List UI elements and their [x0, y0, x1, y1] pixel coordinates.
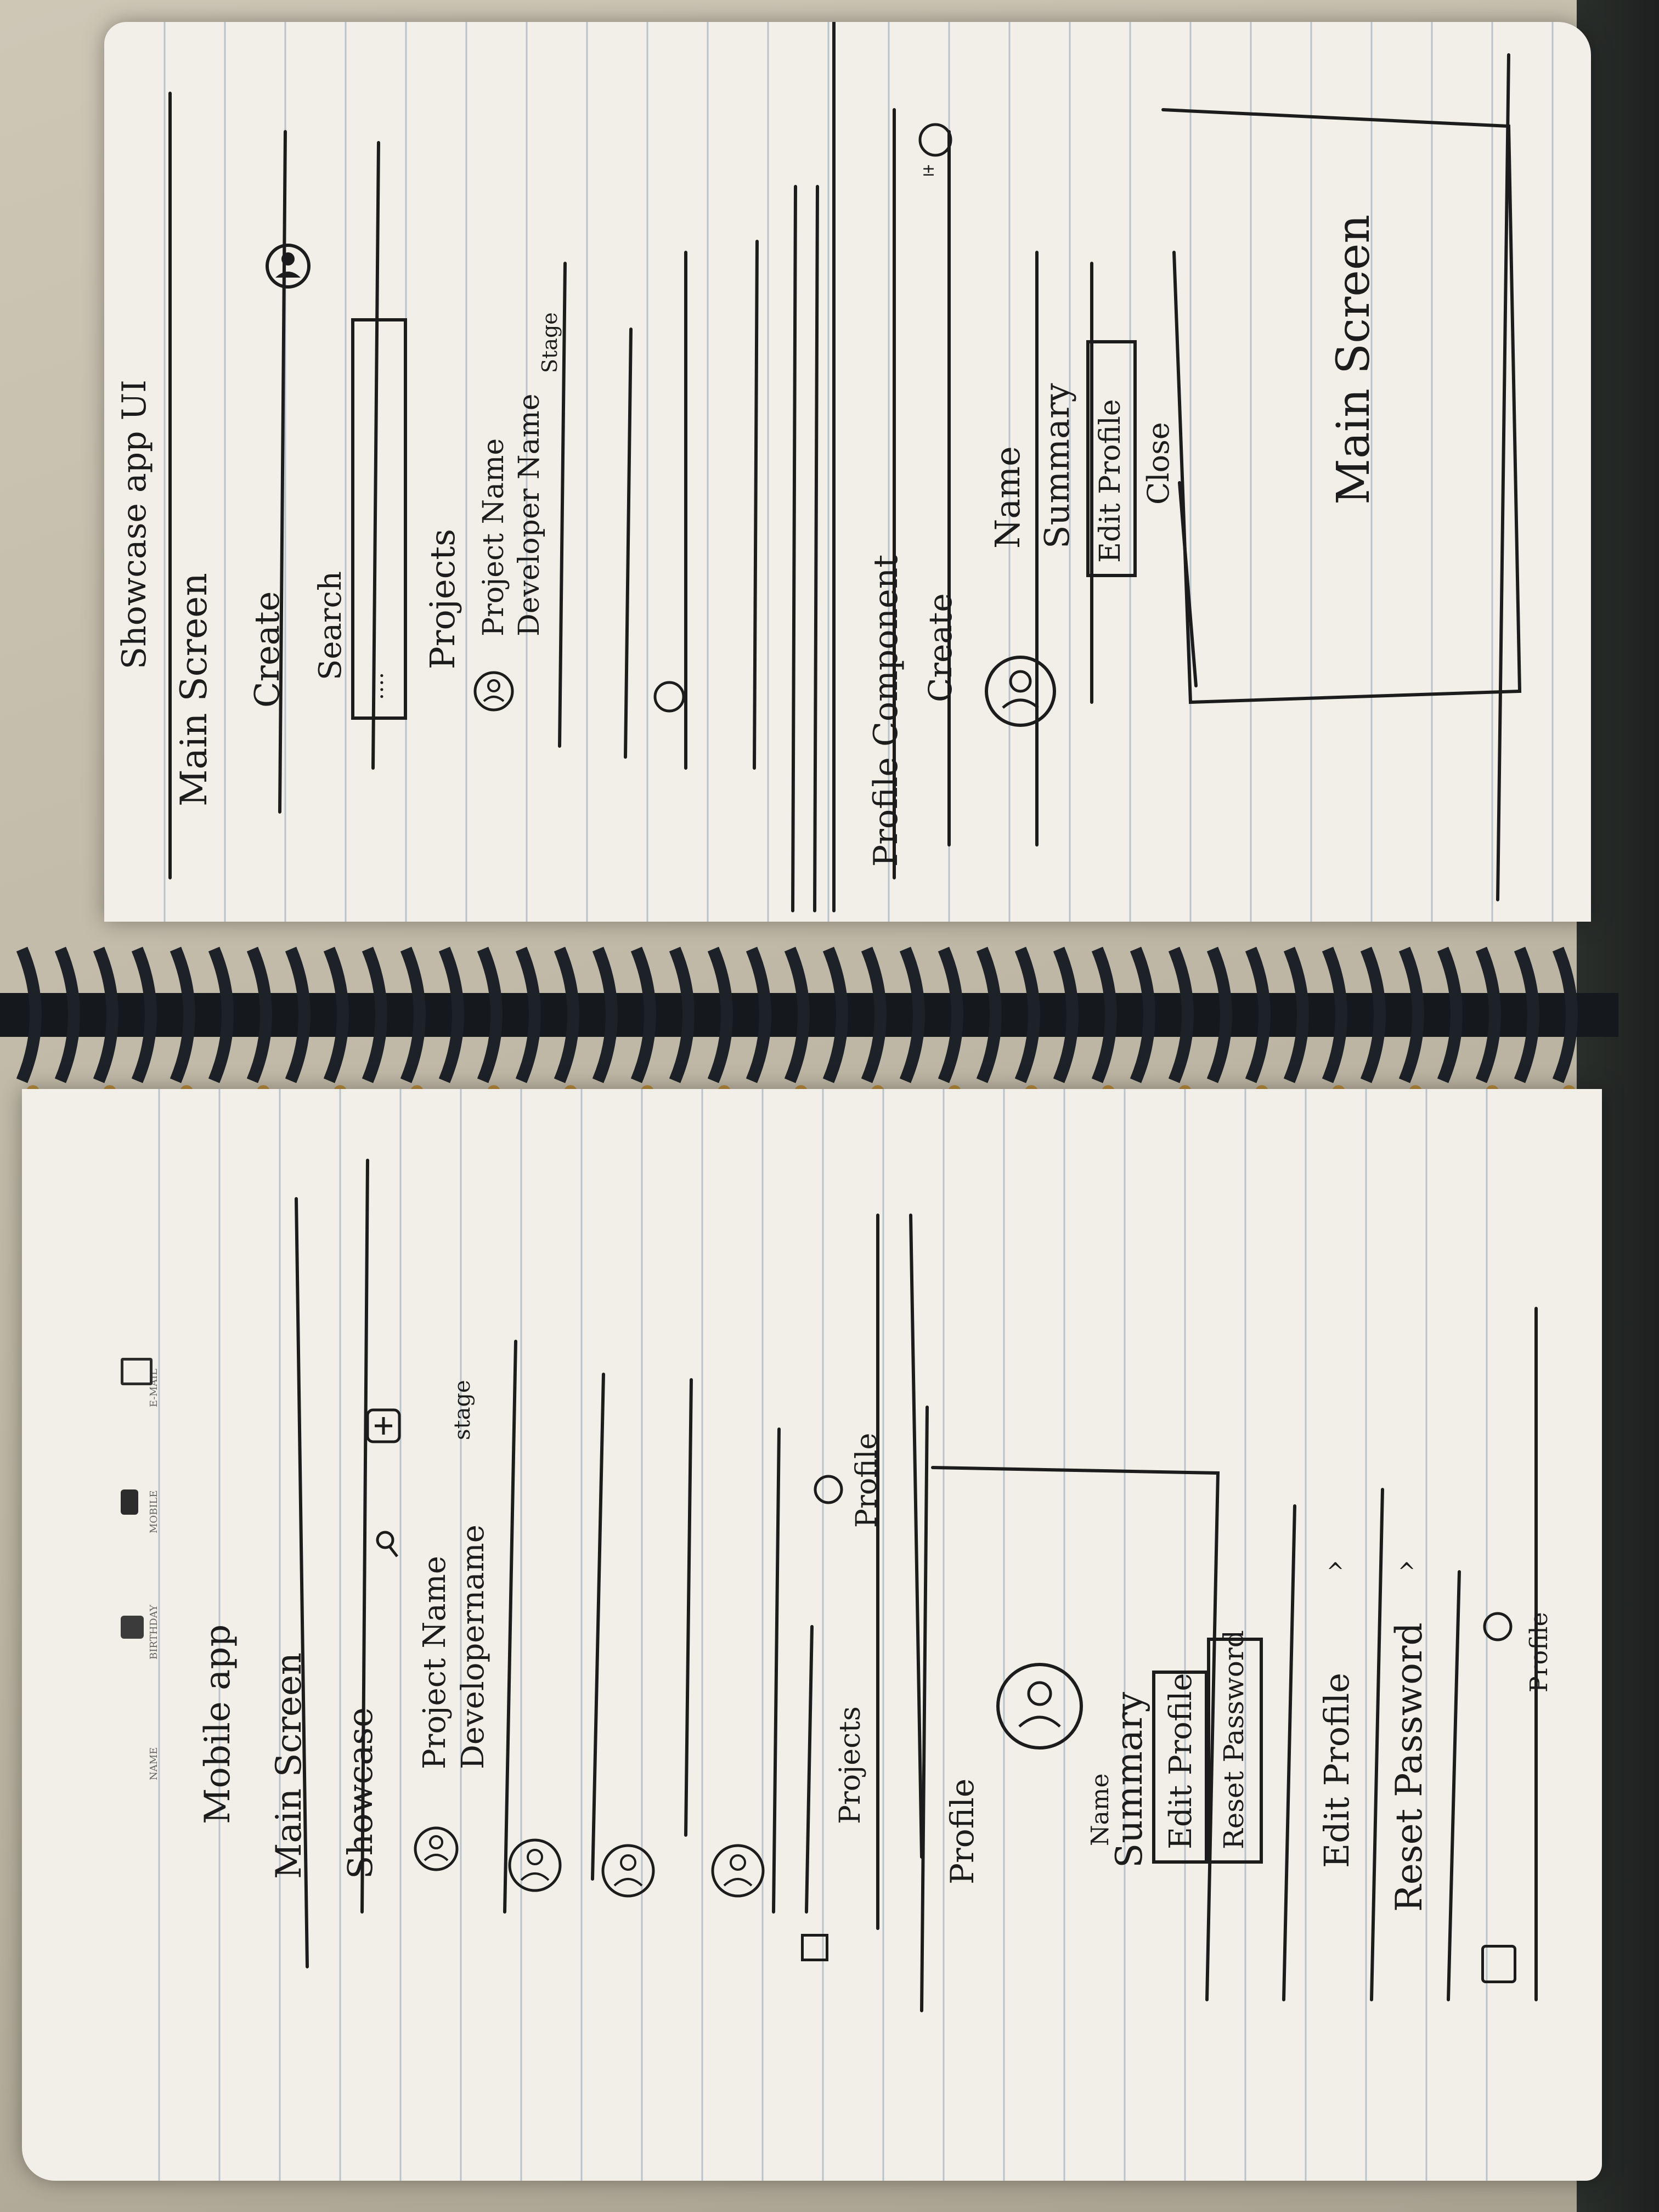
notebook-page-top: Showcase app UI Main Screen Create Searc… — [104, 22, 1591, 922]
main-screen-label: Main Screen — [269, 1652, 309, 1879]
profile-summary: Summary — [1108, 1691, 1150, 1868]
create-label: Create — [247, 591, 287, 708]
search-label: Search — [313, 571, 348, 680]
reset-password-row[interactable]: Reset Password — [1388, 1622, 1430, 1912]
profile-summary: Summary — [1037, 383, 1077, 549]
close-label[interactable]: Close — [1141, 422, 1176, 505]
developer-name: Developer Name — [513, 393, 546, 636]
avatar-icon — [473, 671, 514, 712]
edit-profile-label: Edit Profile — [1163, 1673, 1199, 1849]
spiral-binding — [0, 946, 1618, 1097]
avatar-icon — [985, 656, 1056, 727]
profile-name: Name — [988, 446, 1028, 549]
nav-projects[interactable]: Projects — [834, 1706, 867, 1824]
main-screen-label: Main Screen — [173, 573, 215, 806]
reset-password-label: Reset Password — [1218, 1630, 1250, 1849]
svg-text:±: ± — [922, 161, 935, 180]
search-input[interactable]: .... — [351, 318, 407, 720]
chevron-right-icon: › — [1317, 1560, 1351, 1572]
page-title: Showcase app UI — [115, 380, 154, 669]
avatar-icon — [996, 1663, 1083, 1750]
profile-nav-icon[interactable] — [1481, 1610, 1514, 1643]
header-field-name: NAME — [148, 1747, 160, 1780]
header-field-birthday: BIRTHDAY — [148, 1605, 160, 1660]
projects-nav-icon[interactable] — [1481, 1945, 1516, 1983]
notebook-page-bottom: NAME BIRTHDAY MOBILE E-MAIL Mobile app M… — [22, 1089, 1602, 2181]
edit-profile-button[interactable]: Edit Profile — [1152, 1671, 1208, 1864]
avatar-icon — [508, 1838, 562, 1892]
chevron-right-icon: › — [1388, 1560, 1423, 1572]
search-icon[interactable] — [373, 1528, 400, 1561]
header-field-mobile: MOBILE — [148, 1490, 160, 1533]
profile-nav-icon[interactable] — [812, 1473, 845, 1506]
developer-name: Developername — [455, 1525, 491, 1769]
edit-profile-button[interactable]: Edit Profile — [1086, 340, 1137, 577]
projects-nav-icon[interactable] — [801, 1934, 828, 1961]
project-name: Project Name — [477, 438, 510, 636]
profile-component-label: Profile Component — [867, 554, 905, 867]
avatar-icon — [653, 681, 685, 713]
avatar-icon — [601, 1844, 655, 1898]
avatar-icon[interactable]: ± — [916, 121, 955, 181]
projects-heading: Projects — [422, 528, 462, 669]
mail-icon — [121, 1358, 153, 1385]
calendar-icon — [121, 1616, 144, 1639]
bottom-profile-label[interactable]: Profile — [1525, 1612, 1553, 1692]
edit-profile-row[interactable]: Edit Profile — [1317, 1673, 1357, 1868]
profile-heading: Profile — [944, 1778, 981, 1884]
ruled-lines — [158, 1089, 1538, 2181]
right-panel-label: Main Screen — [1328, 214, 1380, 505]
showcase-label: Showcase — [340, 1707, 380, 1879]
nav-profile[interactable]: Profile — [850, 1432, 883, 1528]
add-icon[interactable] — [365, 1407, 403, 1446]
project-name: Project Name — [417, 1556, 453, 1769]
profile-create-label: Create — [922, 593, 959, 702]
edit-profile-label: Edit Profile — [1094, 399, 1127, 563]
phone-icon — [121, 1489, 138, 1515]
avatar-icon[interactable] — [263, 241, 313, 291]
avatar-icon — [414, 1826, 459, 1871]
stage-label: stage — [450, 1380, 475, 1440]
stage-label: Stage — [538, 312, 562, 373]
search-input-value: .... — [363, 672, 388, 700]
app-title: Mobile app — [198, 1624, 238, 1824]
reset-password-button[interactable]: Reset Password — [1207, 1630, 1263, 1864]
avatar-icon — [711, 1844, 765, 1898]
